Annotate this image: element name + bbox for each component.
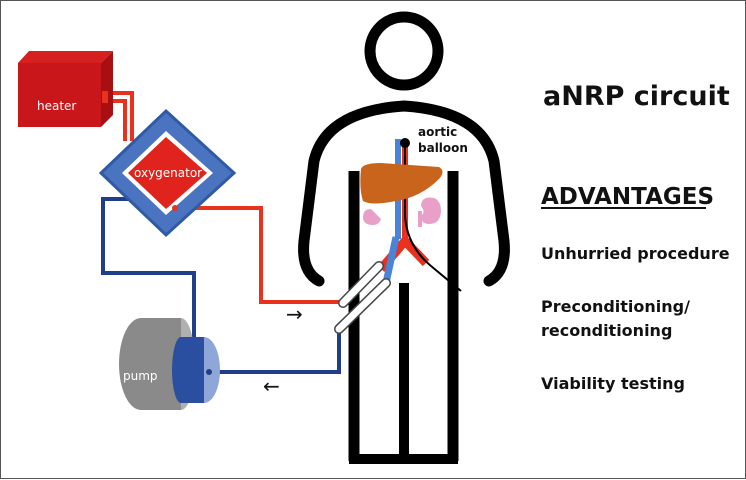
advantage-item: Viability testing	[541, 374, 685, 393]
ureter-right	[418, 211, 422, 227]
pump-label: pump	[123, 369, 158, 383]
oxygenator-label: oxygenator	[134, 166, 202, 180]
venous-cannula	[334, 278, 391, 334]
human-figure	[298, 11, 510, 464]
balloon-catheter	[404, 143, 462, 292]
shoulders-arms	[298, 100, 510, 287]
advantage-item: Unhurried procedure	[541, 244, 730, 263]
aortic-balloon-label-1: aortic	[418, 125, 457, 139]
venous-line-from-patient	[211, 331, 341, 374]
advantages-heading: ADVANTAGES	[541, 184, 714, 210]
iliac-artery-right	[401, 237, 430, 267]
flow-arrow-from-patient: ←	[263, 374, 280, 398]
kidney-left	[363, 209, 381, 225]
heater: heater	[18, 51, 113, 127]
kidney-right	[421, 197, 441, 224]
heater-label: heater	[37, 99, 76, 113]
aortic-balloon-label-2: balloon	[418, 141, 468, 155]
arterial-cannula	[338, 261, 384, 308]
oxygenator: oxygenator	[98, 108, 237, 238]
venous-line-to-pump	[101, 197, 196, 341]
head	[364, 11, 444, 91]
advantage-item: reconditioning	[541, 321, 672, 340]
liver	[360, 163, 443, 204]
iliac-vein-left	[382, 236, 400, 284]
advantage-item: Preconditioning/	[541, 297, 690, 316]
pump: pump	[119, 318, 220, 410]
arterial-line	[175, 206, 341, 304]
flow-arrow-to-patient: →	[286, 302, 303, 326]
diagram-title: aNRP circuit	[543, 81, 730, 112]
heater-tube-outer	[106, 91, 134, 141]
